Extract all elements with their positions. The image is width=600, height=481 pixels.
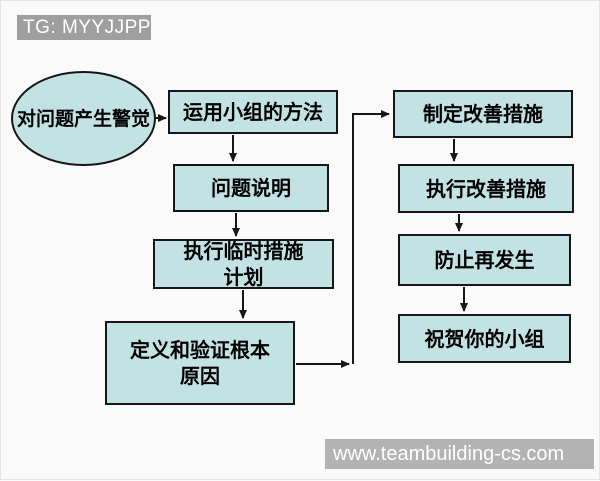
flow-node-problem-description: 问题说明	[173, 164, 329, 212]
flow-node-define-verify-root-cause: 定义和验证根本 原因	[105, 321, 295, 405]
tg-tag-label: TG: MYYJJPP	[17, 15, 151, 40]
node-label: 对问题产生警觉	[16, 107, 150, 130]
flow-node-develop-corrective-actions: 制定改善措施	[393, 90, 573, 138]
flow-node-implement-corrective-actions: 执行改善措施	[398, 164, 574, 213]
flow-node-use-team-approach: 运用小组的方法	[168, 90, 338, 134]
flow-node-congratulate-team: 祝贺你的小组	[398, 314, 571, 363]
node-label: 祝贺你的小组	[424, 326, 545, 351]
flow-node-prevent-recurrence: 防止再发生	[398, 234, 571, 286]
node-label: 防止再发生	[434, 248, 535, 272]
site-watermark: www.teambuilding-cs.com	[325, 439, 594, 469]
node-label: 问题说明	[211, 176, 291, 200]
flow-node-implement-interim-actions: 执行临时措施 计划	[153, 239, 334, 289]
node-label: 定义和验证根本 原因	[130, 338, 270, 388]
node-label: 执行改善措施	[426, 176, 546, 201]
node-label: 执行临时措施 计划	[183, 239, 304, 289]
flow-node-alert-to-problem: 对问题产生警觉	[11, 71, 156, 166]
node-label: 制定改善措施	[423, 102, 543, 126]
node-label: 运用小组的方法	[183, 100, 323, 124]
